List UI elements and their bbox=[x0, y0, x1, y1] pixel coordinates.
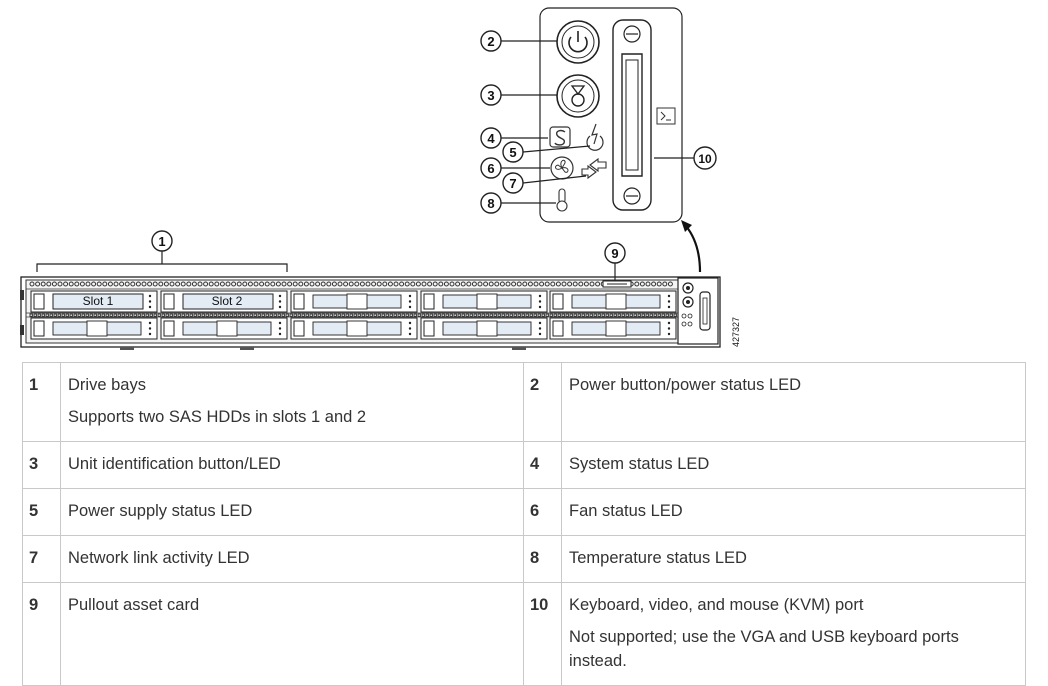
legend-number: 4 bbox=[523, 441, 562, 489]
legend-description: Power supply status LED bbox=[60, 488, 524, 536]
callout-3: 3 bbox=[480, 84, 502, 106]
server-front-panel-diagram: 2 3 4 5 6 7 8 10 Slot 1 Slot 2 bbox=[20, 7, 741, 350]
callout-1: 1 bbox=[151, 230, 173, 252]
legend-number: 5 bbox=[22, 488, 61, 536]
power-supply-status-icon bbox=[586, 123, 604, 151]
callout-5: 5 bbox=[502, 141, 524, 163]
svg-text:4: 4 bbox=[487, 131, 495, 146]
fan-status-icon bbox=[550, 156, 574, 180]
legend-label: Network link activity LED bbox=[68, 549, 250, 567]
callout-7: 7 bbox=[502, 172, 524, 194]
legend-label: Power button/power status LED bbox=[569, 376, 802, 394]
drive-bays bbox=[30, 290, 677, 340]
legend-description: Temperature status LED bbox=[561, 535, 1026, 583]
legend-description: Network link activity LED bbox=[60, 535, 524, 583]
callout-2: 2 bbox=[480, 30, 502, 52]
svg-text:7: 7 bbox=[509, 176, 516, 191]
legend-label: Temperature status LED bbox=[569, 549, 747, 567]
zoom-arrow bbox=[685, 225, 702, 273]
legend-label: Pullout asset card bbox=[68, 596, 200, 614]
figure-number: 427327 bbox=[731, 317, 741, 347]
legend-note: Not supported; use the VGA and USB keybo… bbox=[569, 628, 959, 670]
legend-label: Unit identification button/LED bbox=[68, 455, 281, 473]
legend-number: 1 bbox=[22, 362, 61, 442]
slot-2-label: Slot 2 bbox=[212, 294, 243, 308]
svg-text:5: 5 bbox=[509, 145, 516, 160]
drive-bay bbox=[30, 290, 158, 313]
legend-number: 6 bbox=[523, 488, 562, 536]
drive-bay bbox=[549, 290, 677, 313]
drive-bay bbox=[160, 317, 288, 340]
temperature-status-icon bbox=[556, 188, 568, 212]
system-status-icon bbox=[549, 126, 571, 148]
legend-number: 7 bbox=[22, 535, 61, 583]
drive-bay bbox=[290, 290, 418, 313]
legend-label: Keyboard, video, and mouse (KVM) port bbox=[569, 596, 864, 614]
legend-number: 8 bbox=[523, 535, 562, 583]
unit-id-button-icon bbox=[556, 74, 600, 118]
legend-row: 7 Network link activity LED 8 Temperature s… bbox=[22, 535, 1026, 583]
legend-label: Fan status LED bbox=[569, 502, 683, 520]
svg-text:2: 2 bbox=[487, 34, 494, 49]
svg-text:9: 9 bbox=[611, 246, 618, 261]
legend-label: Power supply status LED bbox=[68, 502, 253, 520]
callout-6: 6 bbox=[480, 157, 502, 179]
svg-text:1: 1 bbox=[158, 234, 165, 249]
callout-4: 4 bbox=[480, 127, 502, 149]
console-icon bbox=[656, 107, 676, 125]
legend-description: Fan status LED bbox=[561, 488, 1026, 536]
callout-10: 10 bbox=[693, 146, 717, 170]
drive-bay bbox=[30, 317, 158, 340]
slot-1-label: Slot 1 bbox=[83, 294, 114, 308]
legend-number: 10 bbox=[523, 582, 562, 686]
svg-text:3: 3 bbox=[487, 88, 494, 103]
drive-bays-bracket bbox=[36, 263, 288, 272]
legend-description: Pullout asset card bbox=[60, 582, 524, 686]
svg-text:6: 6 bbox=[487, 161, 494, 176]
legend-row: 5 Power supply status LED 6 Fan status LED bbox=[22, 488, 1026, 536]
svg-text:8: 8 bbox=[487, 196, 494, 211]
power-button-icon bbox=[556, 20, 600, 64]
legend-row: 3 Unit identification button/LED 4 System s… bbox=[22, 441, 1026, 489]
drive-bay bbox=[160, 290, 288, 313]
drive-bay bbox=[549, 317, 677, 340]
callout-9: 9 bbox=[604, 242, 626, 264]
callout-8: 8 bbox=[480, 192, 502, 214]
kvm-port-icon bbox=[612, 19, 652, 211]
legend-description: System status LED bbox=[561, 441, 1026, 489]
legend-label: System status LED bbox=[569, 455, 710, 473]
legend-number: 9 bbox=[22, 582, 61, 686]
network-link-icon bbox=[581, 157, 607, 180]
svg-text:10: 10 bbox=[698, 152, 712, 166]
legend-note: Supports two SAS HDDs in slots 1 and 2 bbox=[68, 408, 367, 426]
pullout-asset-card bbox=[602, 280, 632, 288]
legend-number: 2 bbox=[523, 362, 562, 442]
legend-description: Unit identification button/LED bbox=[60, 441, 524, 489]
drive-bay bbox=[290, 317, 418, 340]
drive-bay bbox=[420, 317, 548, 340]
legend-description: Power button/power status LED bbox=[561, 362, 1026, 442]
chassis-control-module bbox=[681, 282, 711, 331]
callout-leaders bbox=[501, 40, 694, 204]
legend-number: 3 bbox=[22, 441, 61, 489]
legend-label: Drive bays bbox=[68, 376, 146, 394]
drive-bay bbox=[420, 290, 548, 313]
